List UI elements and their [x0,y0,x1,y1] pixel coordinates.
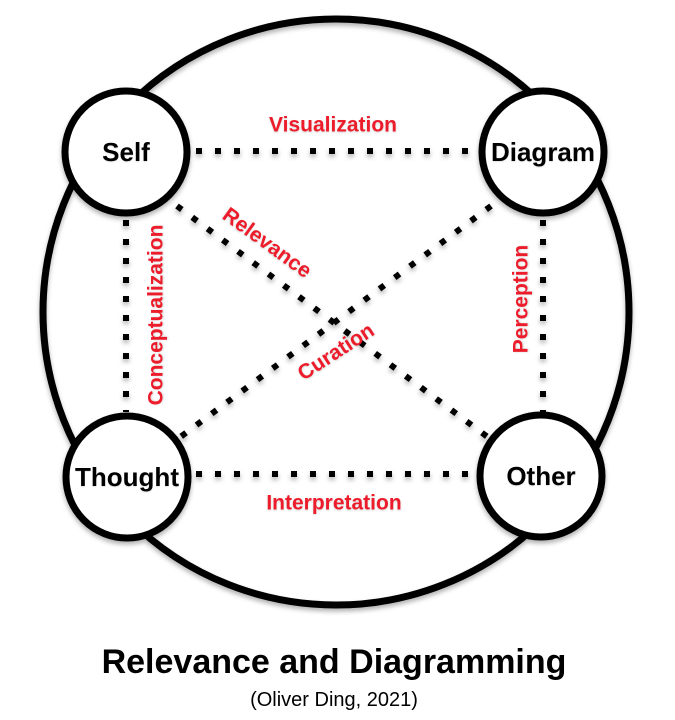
node-self-circle [61,87,191,217]
outer-circle [39,15,633,609]
node-diagram-label: Diagram [490,137,596,167]
page-title: Relevance and Diagramming [101,643,567,681]
edge-curation-line [177,203,493,441]
edge-interpretation-label: Interpretation [266,491,402,515]
edge-relevance-line [175,203,491,441]
attribution-text: (Oliver Ding, 2021) [250,689,418,711]
node-other-label: Other [506,461,576,491]
node-diagram-circle [478,87,608,217]
node-other-circle [476,411,606,541]
node-self-label: Self [102,137,150,167]
edge-perception-label: Perception [509,244,533,354]
edge-visualization-label: Visualization [269,113,397,137]
node-thought-label: Thought [75,462,179,492]
edge-conceptualization-label: Conceptualization [144,224,168,406]
node-thought-circle [62,412,192,542]
